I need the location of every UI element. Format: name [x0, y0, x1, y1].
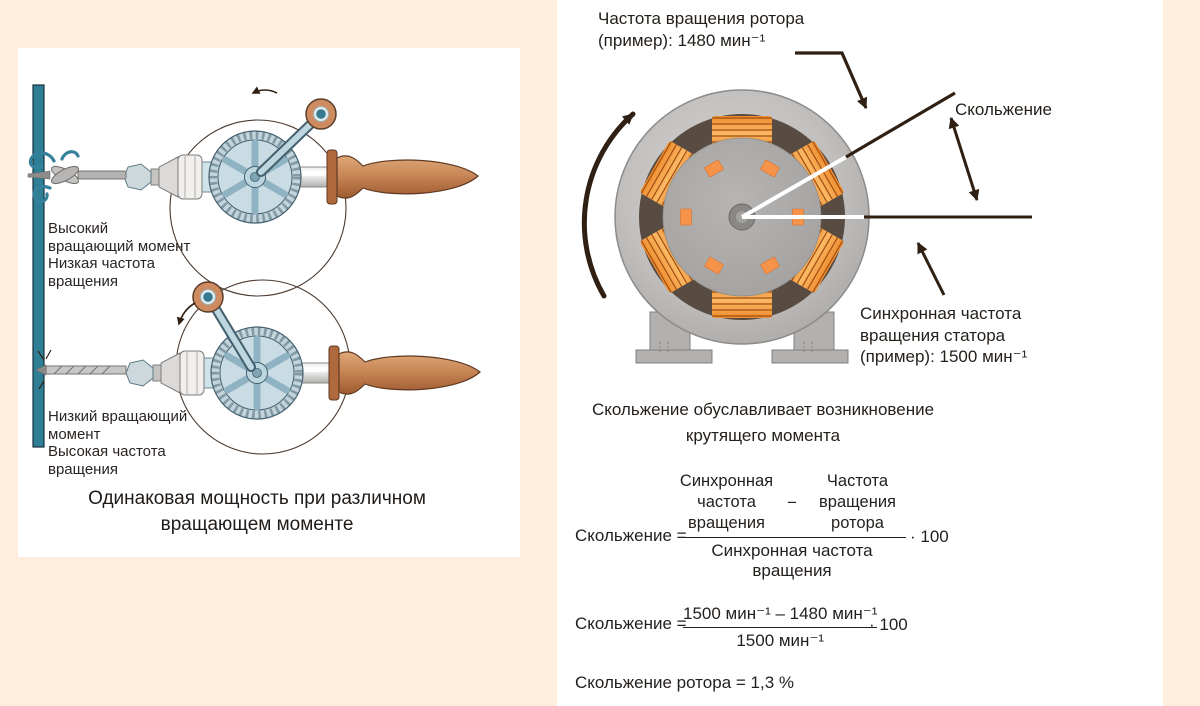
low-torque-label: Низкий вращающий момент Высокая частота …: [48, 408, 188, 478]
wall: [32, 84, 45, 448]
formula2-numerator: 1500 мин⁻¹ – 1480 мин⁻¹: [683, 604, 878, 628]
formula1-denominator: Синхронная частота вращения: [711, 541, 873, 580]
formula2-denominator: 1500 мин⁻¹: [736, 631, 825, 650]
formula1-multiplier: · 100: [910, 527, 949, 546]
formula1-term2: Частота вращения ротора: [819, 472, 896, 532]
slip-caption: Скольжение обуславливает возникновение к…: [591, 400, 935, 445]
formula1-fraction: Синхронная частота вращения − Частота вр…: [678, 471, 906, 581]
formula1-lhs: Скольжение =: [575, 526, 687, 545]
rotor-speed-label: Частота вращения ротора (пример): 1480 м…: [598, 9, 805, 50]
rotor-label-arrow: [795, 51, 868, 110]
slip-label: Скольжение: [955, 100, 1052, 119]
twist-drill-bit: [35, 349, 127, 390]
rotation-direction-arrow: [251, 86, 278, 94]
hand-drill-high-torque: [27, 86, 478, 297]
hand-drill-illustration: [27, 84, 520, 455]
formula1-minus: −: [787, 492, 797, 512]
crank-path-circle: [169, 119, 347, 297]
formula2-multiplier: · 100: [869, 615, 908, 634]
hand-drill-panel: Высокий вращающий момент Низкая частота …: [18, 48, 520, 557]
motor-slip-panel: Частота вращения ротора (пример): 1480 м…: [557, 0, 1163, 706]
formula1-term1: Синхронная частота вращения: [679, 472, 774, 532]
stator-label-arrow: [916, 242, 946, 296]
stator-speed-label: Синхронная частота вращения статора (при…: [860, 304, 1028, 366]
reference-lines: [741, 91, 1032, 219]
rotor-bars: [680, 159, 804, 275]
rotation-arrow: [581, 111, 636, 299]
rotation-direction-arrow: [176, 302, 196, 326]
formula2-fraction: 1500 мин⁻¹ – 1480 мин⁻¹ 1500 мин⁻¹: [683, 604, 878, 651]
left-caption: Одинаковая мощность при различном вращаю…: [88, 488, 426, 535]
slip-double-arrow: [948, 116, 980, 202]
slip-result: Скольжение ротора = 1,3 %: [575, 673, 794, 692]
formula2-lhs: Скольжение =: [575, 614, 687, 633]
rotor-speed-line: [845, 91, 956, 159]
hand-drill-low-torque: [35, 279, 480, 455]
high-torque-label: Высокий вращающий момент Низкая частота …: [48, 220, 191, 290]
wood-shavings: [28, 150, 80, 204]
motor-illustration: [581, 51, 1032, 364]
stator-coils: [640, 116, 844, 318]
auger-bit: [27, 165, 127, 185]
